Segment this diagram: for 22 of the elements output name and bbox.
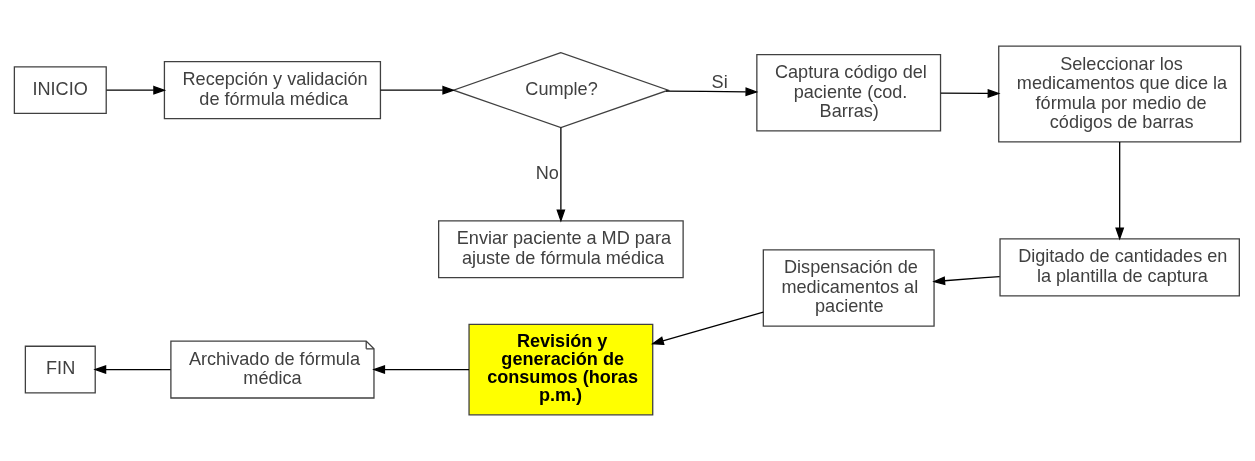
arrow bbox=[372, 365, 470, 375]
arrow bbox=[932, 275, 1001, 286]
node-box: INICIO bbox=[13, 66, 107, 115]
node-diamond: Cumple? bbox=[451, 51, 671, 129]
arrow bbox=[940, 88, 1001, 98]
edge-label: Si bbox=[711, 71, 728, 92]
node-box: FIN bbox=[24, 345, 96, 394]
arrow bbox=[650, 311, 764, 345]
arrow bbox=[665, 87, 759, 97]
node-box: Dispensación de medicamentos al paciente bbox=[762, 249, 935, 327]
arrow bbox=[93, 365, 172, 375]
node-box: Captura código del paciente (cod. Barras) bbox=[756, 53, 942, 132]
edge-label: No bbox=[535, 163, 559, 184]
arrow bbox=[1115, 141, 1125, 241]
node-box: Revisión y generación de consumos (horas p.m.) bbox=[468, 323, 654, 416]
node-box: Recepción y validación de fórmula médica bbox=[163, 61, 382, 120]
arrow bbox=[556, 127, 566, 223]
arrow bbox=[105, 85, 167, 95]
node-box: Seleccionar los medicamentos que dice la fórmula por medio de códigos de barras bbox=[998, 45, 1242, 143]
node-box: Enviar paciente a MD para ajuste de fórmula médica bbox=[438, 220, 684, 279]
arrow bbox=[379, 85, 456, 95]
node-box: Digitado de cantidades en la plantilla de captura bbox=[999, 238, 1240, 297]
